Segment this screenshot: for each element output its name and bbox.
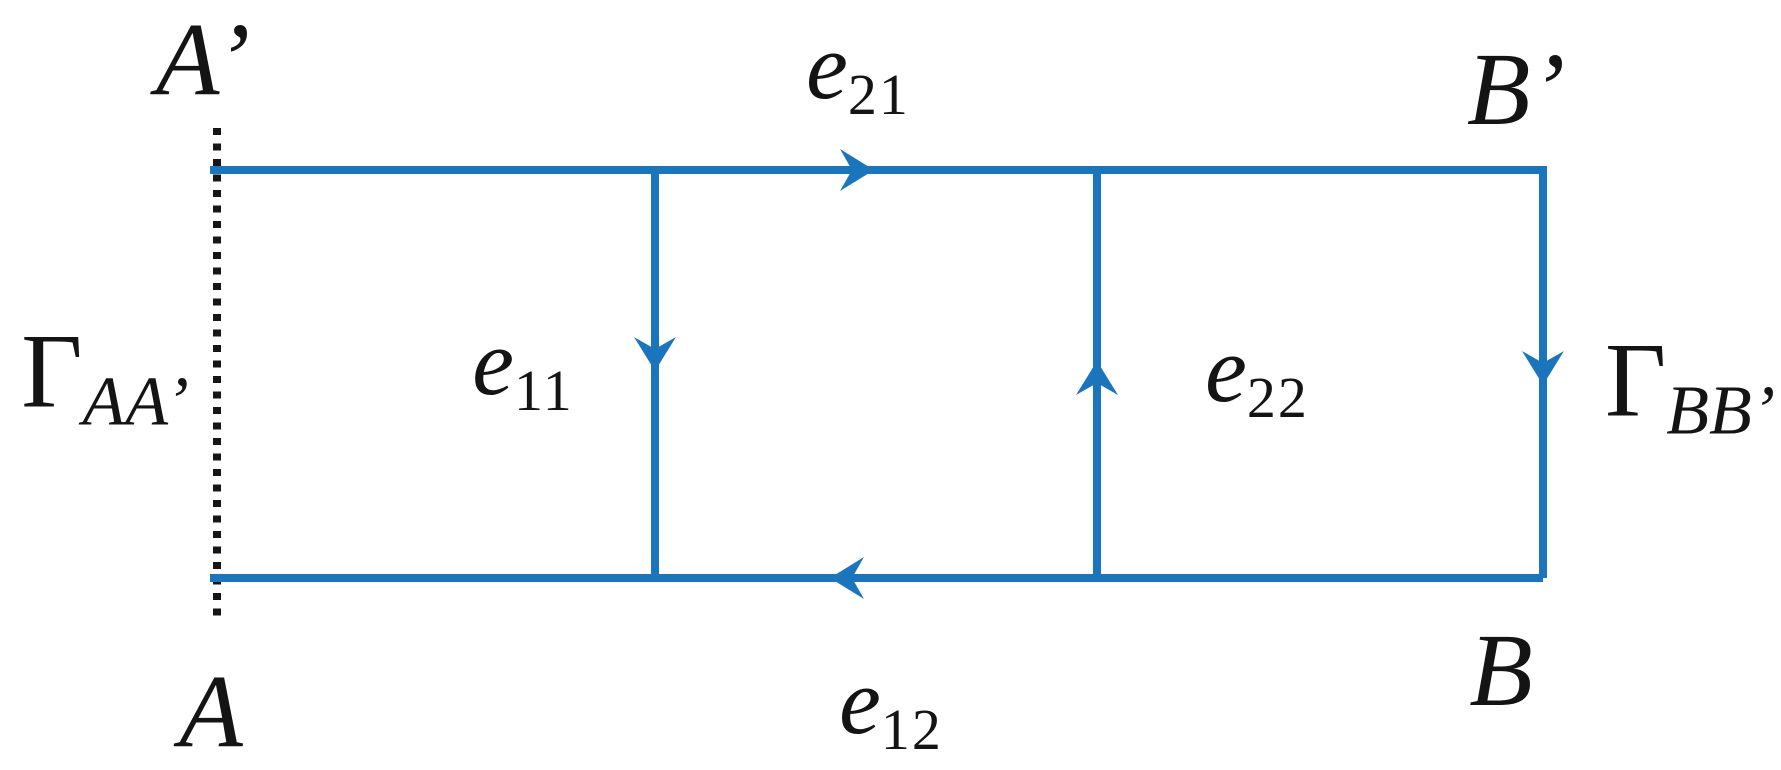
edge-label-e21-base: e <box>806 14 848 119</box>
edge-label-e12-subscript: 12 <box>880 697 943 763</box>
vertex-label-a-prime: A’ <box>155 2 251 117</box>
vertex-label-a: A <box>179 654 243 769</box>
path-label-gamma-aa-subscript: AA’ <box>82 363 189 441</box>
e12-left-arrowhead-icon <box>830 557 864 599</box>
edge-label-e12: e12 <box>839 655 943 759</box>
path-label-gamma-bb: ΓBB’ <box>1605 327 1775 446</box>
vertex-label-b: B <box>1469 613 1533 728</box>
path-label-gamma-aa: ΓAA’ <box>21 318 189 437</box>
edge-label-e22-base: e <box>1205 317 1247 422</box>
vertex-label-b-prime: B’ <box>1466 32 1566 147</box>
edge-label-e11-base: e <box>472 310 514 415</box>
edge-label-e12-base: e <box>839 649 881 754</box>
e11-down-arrowhead-icon <box>634 337 676 371</box>
edge-label-e11-subscript: 11 <box>513 358 574 424</box>
path-label-gamma-aa-base: Γ <box>21 312 83 430</box>
edge-label-e21: e21 <box>806 20 910 124</box>
edge-label-e21-subscript: 21 <box>847 62 910 128</box>
e21-right-arrowhead-icon <box>840 149 874 191</box>
path-label-gamma-bb-subscript: BB’ <box>1666 372 1776 450</box>
path-label-gamma-bb-base: Γ <box>1604 321 1667 439</box>
edge-label-e11: e11 <box>472 316 574 420</box>
gamma-bb-down-arrowhead-icon <box>1522 351 1564 385</box>
edge-label-e22-subscript: 22 <box>1246 365 1309 431</box>
edge-label-e22: e22 <box>1205 323 1309 427</box>
e22-up-arrowhead-icon <box>1076 361 1118 395</box>
